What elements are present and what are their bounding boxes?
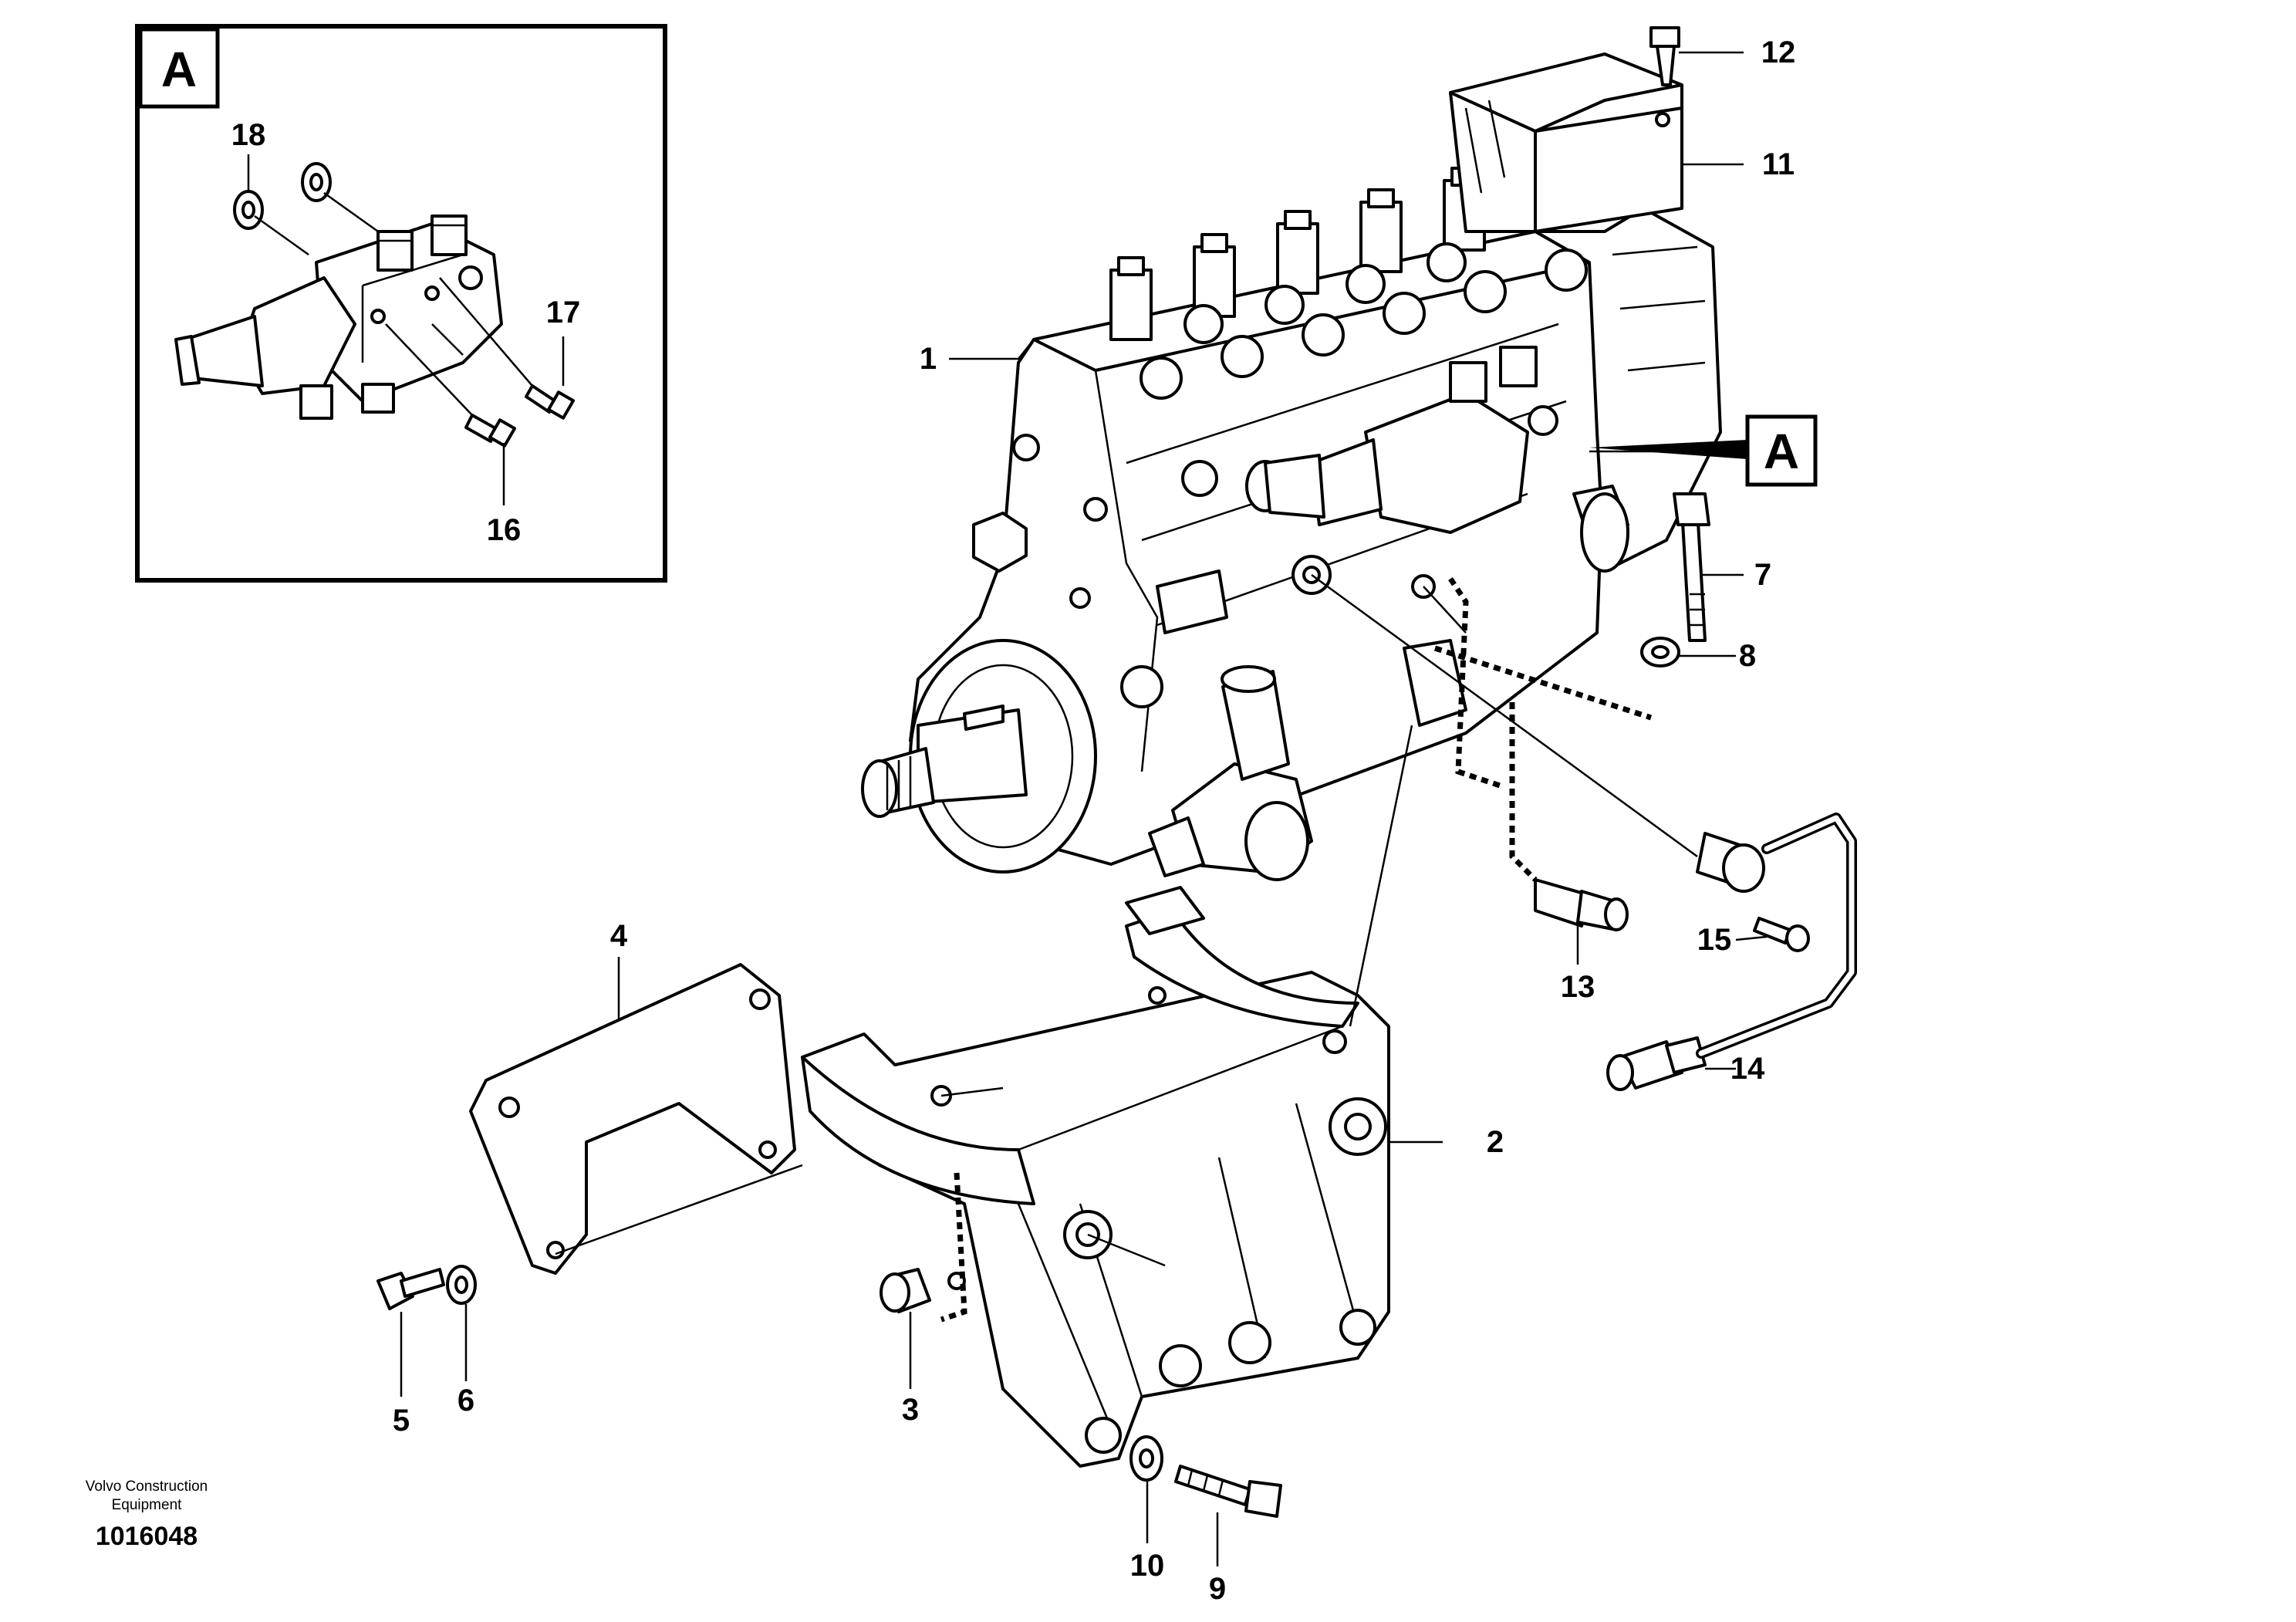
assembly-line-sensor-pipe [1311,573,1698,858]
detail-valve-block [174,215,503,420]
dashed-path-13b [1509,702,1538,882]
solenoid-cover [1449,52,1683,233]
sleeve-3 [880,1268,931,1313]
pump-element-nuts [1140,242,1588,400]
pump-bracket [801,886,1390,1468]
callout-11: 11 [1762,147,1795,181]
temperature-sensor-13 [1534,878,1629,931]
callout-14: 14 [1730,1052,1765,1086]
assembly-line-bracket [1349,725,1413,1027]
bolt-9 [1174,1465,1282,1518]
screw-16 [464,414,517,448]
injection-pump [861,145,1722,881]
assembly-line-sleeve [1087,1233,1166,1267]
assembly-line-plate [555,1164,803,1255]
callout-7: 7 [1754,558,1771,592]
callout-10: 10 [1130,1549,1165,1583]
detail-view-a: A [135,24,667,583]
washer-10 [1129,1435,1163,1482]
view-a-reference-label: A [1764,424,1799,479]
callout-2: 2 [1487,1125,1504,1159]
o-ring-washer [301,162,332,202]
washer-8 [1640,637,1680,667]
screw-15 [1753,917,1810,952]
callout-12: 12 [1761,35,1796,69]
brand-line-2: Equipment [112,1497,183,1513]
bolt-5 [376,1268,445,1310]
bolt-7 [1673,492,1710,642]
callout-16: 16 [487,513,522,547]
callout-18: 18 [231,118,266,152]
screw-12 [1649,26,1680,86]
sensor-pipe [1696,813,1857,1059]
document-number: 1016048 [96,1522,198,1551]
callout-1: 1 [920,342,937,376]
callout-13: 13 [1561,970,1595,1004]
detail-view-label: A [161,42,197,97]
dashed-path-3 [940,1172,967,1323]
o-ring-washer-18 [233,190,264,230]
callout-8: 8 [1739,639,1756,673]
bracket-plate [469,963,796,1275]
view-a-reference: A [1745,414,1818,487]
callout-17: 17 [546,296,581,329]
pressure-sensor-14 [1606,1036,1707,1091]
brand-line-1: Volvo Construction [86,1478,208,1495]
callout-5: 5 [393,1404,410,1438]
callout-3: 3 [902,1393,919,1427]
assembly-line-screw [940,1086,1004,1097]
assembly-line-pump [1423,586,1467,634]
dashed-path-7-8 [1448,577,1506,790]
callout-9: 9 [1209,1572,1226,1606]
callout-6: 6 [458,1384,474,1418]
screw-17 [525,384,576,420]
washer-6 [446,1265,477,1305]
callout-4: 4 [610,919,628,953]
dashed-path-13 [1433,645,1653,721]
callout-15: 15 [1697,923,1732,957]
